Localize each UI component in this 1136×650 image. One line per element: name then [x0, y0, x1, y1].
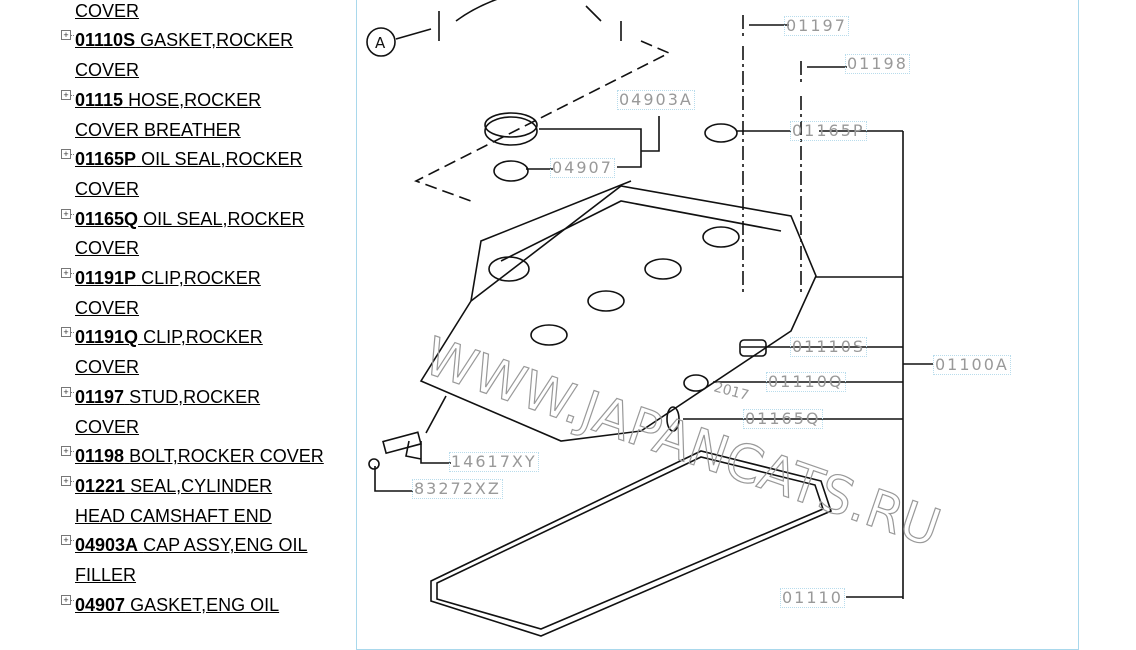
diagram-drawing: A WWW.JAPANCATS.RU 2017: [366, 0, 948, 637]
part-item: +01110Q GASKET,ROCKER COVER: [61, 0, 331, 26]
callout-04903A[interactable]: 04903A: [617, 90, 695, 110]
expand-icon[interactable]: +: [61, 594, 74, 605]
part-item: +01191P CLIP,ROCKER COVER: [61, 264, 331, 323]
part-description: GASKET,ROCKER COVER: [75, 30, 294, 81]
expand-icon[interactable]: +: [61, 327, 74, 338]
part-link[interactable]: 01110Q GASKET,ROCKER COVER: [75, 0, 327, 26]
part-item: +01110S GASKET,ROCKER COVER: [61, 26, 331, 85]
part-code: 01191Q: [75, 327, 139, 348]
expand-icon[interactable]: +: [61, 89, 74, 100]
expand-icon[interactable]: +: [61, 30, 74, 41]
part-description: STUD,ROCKER COVER: [75, 386, 261, 437]
callout-01110S[interactable]: 01110S: [790, 337, 868, 357]
part-link[interactable]: 01198 BOLT,ROCKER COVER: [75, 442, 327, 472]
part-item: +01198 BOLT,ROCKER COVER: [61, 442, 331, 472]
part-code: 04903A: [75, 535, 139, 556]
svg-text:A: A: [375, 34, 386, 52]
part-item: +01197 STUD,ROCKER COVER: [61, 383, 331, 442]
callout-01100A[interactable]: 01100A: [933, 355, 1011, 375]
part-item: +01115 HOSE,ROCKER COVER BREATHER: [61, 86, 331, 145]
part-link[interactable]: 01165Q OIL SEAL,ROCKER COVER: [75, 205, 327, 264]
part-link[interactable]: 04903A CAP ASSY,ENG OIL FILLER: [75, 531, 327, 590]
expand-icon[interactable]: +: [61, 268, 74, 279]
callout-01165Q[interactable]: 01165Q: [743, 409, 823, 429]
part-link[interactable]: 01115 HOSE,ROCKER COVER BREATHER: [75, 86, 327, 145]
callout-04907[interactable]: 04907: [550, 158, 615, 178]
part-link[interactable]: 01221 SEAL,CYLINDER HEAD CAMSHAFT END: [75, 472, 327, 531]
part-item: +04903A CAP ASSY,ENG OIL FILLER: [61, 531, 331, 590]
expand-icon[interactable]: +: [61, 475, 74, 486]
part-description: OIL SEAL,ROCKER COVER: [75, 208, 305, 259]
part-code: 04907: [75, 594, 126, 615]
part-item: +01165P OIL SEAL,ROCKER COVER: [61, 145, 331, 204]
part-description: CLIP,ROCKER COVER: [75, 268, 261, 318]
part-link[interactable]: 01110S GASKET,ROCKER COVER: [75, 26, 327, 85]
part-item: +01191Q CLIP,ROCKER COVER: [61, 323, 331, 382]
part-description: SEAL,CYLINDER HEAD CAMSHAFT END: [75, 475, 273, 526]
part-description: OIL SEAL,ROCKER COVER: [75, 149, 303, 199]
callout-01197[interactable]: 01197: [784, 16, 849, 36]
part-description: GASKET,ROCKER COVER: [75, 0, 140, 21]
callout-01198[interactable]: 01198: [845, 54, 910, 74]
part-link[interactable]: 01165P OIL SEAL,ROCKER COVER: [75, 145, 327, 204]
part-link[interactable]: 01197 STUD,ROCKER COVER: [75, 383, 327, 442]
part-description: CAP ASSY,ENG OIL FILLER: [75, 535, 308, 586]
expand-icon[interactable]: +: [61, 386, 74, 397]
expand-icon[interactable]: +: [61, 535, 74, 546]
part-item: +01221 SEAL,CYLINDER HEAD CAMSHAFT END: [61, 472, 331, 531]
expand-icon[interactable]: +: [61, 208, 74, 219]
part-description: GASKET,ENG OIL: [130, 594, 280, 615]
part-link[interactable]: 01191P CLIP,ROCKER COVER: [75, 264, 327, 323]
callout-14617XY[interactable]: 14617XY: [449, 452, 539, 472]
callout-01165P[interactable]: 01165P: [790, 121, 867, 141]
parts-diagram: A WWW.JAPANCATS.RU 2017 01197 01198 0490…: [356, 0, 1079, 650]
part-item: +01165Q OIL SEAL,ROCKER COVER: [61, 205, 331, 264]
part-code: 01221: [75, 475, 126, 496]
callout-01110Q[interactable]: 01110Q: [766, 372, 846, 392]
svg-text:2017: 2017: [712, 379, 751, 404]
part-item: +04907 GASKET,ENG OIL: [61, 591, 331, 621]
parts-list: +01110Q GASKET,ROCKER COVER+01110S GASKE…: [61, 0, 331, 620]
part-link[interactable]: 04907 GASKET,ENG OIL: [75, 591, 327, 621]
part-description: CLIP,ROCKER COVER: [75, 327, 263, 378]
part-code: 01197: [75, 386, 125, 407]
part-code: 01191P: [75, 268, 137, 289]
part-code: 01110S: [75, 30, 136, 51]
expand-icon[interactable]: +: [61, 149, 74, 160]
part-code: 01115: [75, 89, 124, 110]
callout-01110[interactable]: 01110: [780, 588, 845, 608]
svg-text:WWW.JAPANCATS.RU: WWW.JAPANCATS.RU: [417, 327, 948, 560]
part-description: BOLT,ROCKER COVER: [129, 446, 324, 467]
part-description: HOSE,ROCKER COVER BREATHER: [75, 89, 262, 140]
expand-icon[interactable]: +: [61, 446, 74, 457]
part-code: 01198: [75, 446, 125, 467]
part-code: 01165P: [75, 149, 137, 170]
part-link[interactable]: 01191Q CLIP,ROCKER COVER: [75, 323, 327, 382]
part-code: 01165Q: [75, 208, 139, 229]
callout-83272XZ[interactable]: 83272XZ: [412, 479, 503, 499]
